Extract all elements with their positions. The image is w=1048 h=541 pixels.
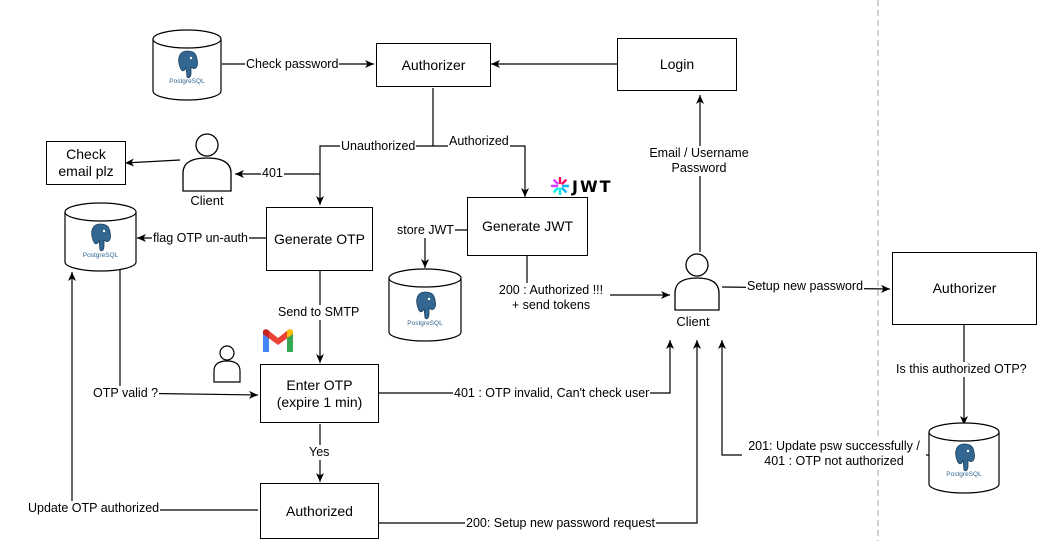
postgres-db-text: PostgreSQL [407, 320, 443, 327]
authorized-edge-label: Authorized [448, 134, 510, 149]
client-right-actor [672, 252, 722, 312]
gmail-icon [263, 329, 293, 352]
client-right-label: Client [676, 314, 710, 329]
postgres-db-text: PostgreSQL [83, 252, 119, 259]
jwt-logo: JWT [551, 176, 613, 196]
authorized-box-label: Authorized [286, 502, 353, 519]
authorized-box: Authorized [260, 483, 379, 539]
client-left-actor [180, 133, 234, 193]
yes-label: Yes [308, 445, 331, 460]
database-cylinder-icon: PostgreSQL [64, 202, 137, 272]
unauthorized-label: Unauthorized [340, 139, 417, 154]
check-email-box: Check email plz [46, 141, 126, 185]
check-password-label: Check password [245, 57, 340, 72]
database-cylinder-icon: PostgreSQL [152, 29, 222, 101]
otp-invalid-label: 401 : OTP invalid, Can't check user [453, 386, 651, 401]
postgres-db-middle: PostgreSQL [388, 268, 462, 342]
is-authorized-otp-label: Is this authorized OTP? [895, 362, 1028, 377]
postgres-db-text: PostgreSQL [169, 78, 205, 85]
edge-check-email [124, 158, 181, 167]
enter-otp-box: Enter OTP (expire 1 min) [260, 364, 379, 423]
authorizer-top-box: Authorizer [376, 43, 491, 87]
small-user-actor [212, 345, 242, 383]
store-jwt-label: store JWT [396, 223, 455, 238]
setup-request-200-label: 200: Setup new password request [465, 516, 657, 531]
postgres-elephant-icon [955, 443, 975, 472]
edge-update-psw [718, 340, 932, 456]
code-401-label: 401 [261, 166, 284, 181]
login-label: Login [659, 56, 695, 72]
postgres-elephant-icon [91, 223, 111, 252]
postgres-db-text: PostgreSQL [946, 471, 982, 478]
update-psw-label: 201: Update psw successfully / 401 : OTP… [742, 439, 926, 469]
generate-otp-box: Generate OTP [266, 207, 373, 271]
send-to-smtp-label: Send to SMTP [277, 305, 361, 320]
person-icon [674, 253, 720, 311]
edge-authorized-jwt [433, 145, 529, 197]
check-email-label: Check email plz [58, 146, 114, 179]
generate-jwt-label: Generate JWT [481, 218, 574, 234]
client-left-label: Client [190, 193, 224, 208]
person-icon [182, 133, 232, 192]
enter-otp-label: Enter OTP (expire 1 min) [276, 376, 363, 410]
otp-valid-label: OTP valid ? [92, 386, 160, 401]
email-username-label: Email / Username Password [643, 146, 755, 176]
postgres-db-right: PostgreSQL [928, 422, 1000, 494]
login-box: Login [617, 38, 737, 91]
postgres-db-left: PostgreSQL [64, 202, 137, 272]
database-cylinder-icon: PostgreSQL [388, 268, 462, 342]
authorized-200-label: 200 : Authorized !!! + send tokens [492, 283, 610, 313]
authorizer-right-box: Authorizer [892, 252, 1037, 325]
authorizer-top-label: Authorizer [401, 56, 466, 73]
authorizer-right-label: Authorizer [932, 280, 997, 296]
database-cylinder-icon: PostgreSQL [928, 422, 1000, 494]
jwt-star-icon [551, 177, 569, 195]
update-otp-authorized-label: Update OTP authorized [27, 501, 161, 516]
flag-otp-label: flag OTP un-auth [152, 231, 249, 246]
postgres-elephant-icon [178, 50, 198, 79]
gmail-logo [261, 328, 295, 354]
generate-otp-label: Generate OTP [273, 230, 366, 247]
edge-setup-request [379, 340, 701, 524]
person-icon [213, 345, 241, 383]
postgres-elephant-icon [416, 291, 436, 320]
setup-new-password-label: Setup new password [746, 279, 865, 294]
jwt-logo-text: JWT [572, 176, 613, 196]
postgres-db-top: PostgreSQL [152, 29, 222, 101]
generate-jwt-box: Generate JWT [467, 197, 588, 256]
